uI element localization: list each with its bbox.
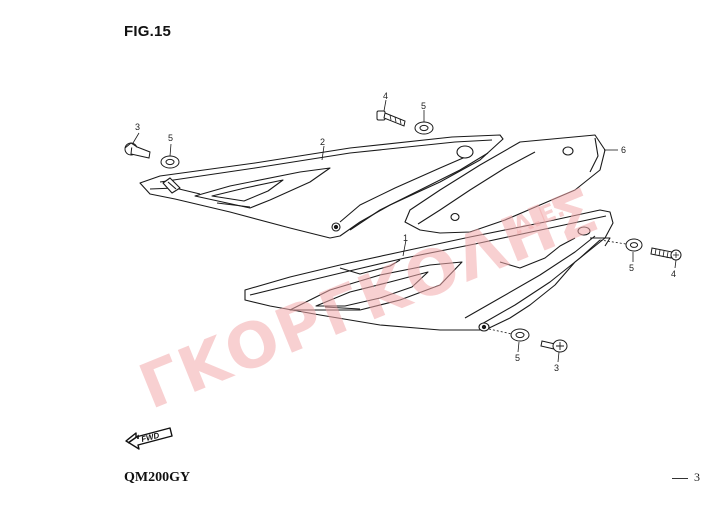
washer-5-bottom: [510, 328, 530, 342]
assembly-guide-lines: [488, 239, 627, 335]
callout-1: 1: [403, 233, 408, 243]
bolt-3-left: [124, 142, 151, 159]
washer-5-top: [414, 121, 434, 135]
callout-5-left: 5: [168, 133, 173, 143]
callout-3-bottom: 3: [554, 363, 559, 373]
model-name: QM200GY: [124, 470, 191, 485]
callout-4-top: 4: [383, 91, 388, 101]
bolt-4-top: [376, 110, 406, 127]
bolt-4-right: [650, 247, 682, 261]
fwd-arrow-icon: FWD: [125, 427, 173, 450]
leader-lines: [132, 99, 677, 363]
callout-5-bottom: 5: [515, 353, 520, 363]
part-1-main-side-cover: [244, 209, 614, 332]
callout-5-right: 5: [629, 263, 634, 273]
page-number: 3: [672, 470, 700, 485]
callout-2: 2: [320, 137, 325, 147]
page-dash: [672, 478, 688, 479]
part-2-upper-side-cover: [139, 134, 504, 239]
screw-3-bottom: [540, 339, 568, 353]
washer-5-right: [625, 238, 643, 252]
page-number-value: 3: [694, 470, 700, 484]
callout-3-left: 3: [135, 122, 140, 132]
figure-title: FIG.15: [124, 23, 172, 40]
callout-6: 6: [621, 145, 626, 155]
callout-4-right: 4: [671, 269, 676, 279]
washer-5-left: [160, 155, 180, 169]
callout-5-top: 5: [421, 101, 426, 111]
part-6-rear-panel: [404, 134, 606, 234]
fwd-label: FWD: [140, 431, 160, 444]
